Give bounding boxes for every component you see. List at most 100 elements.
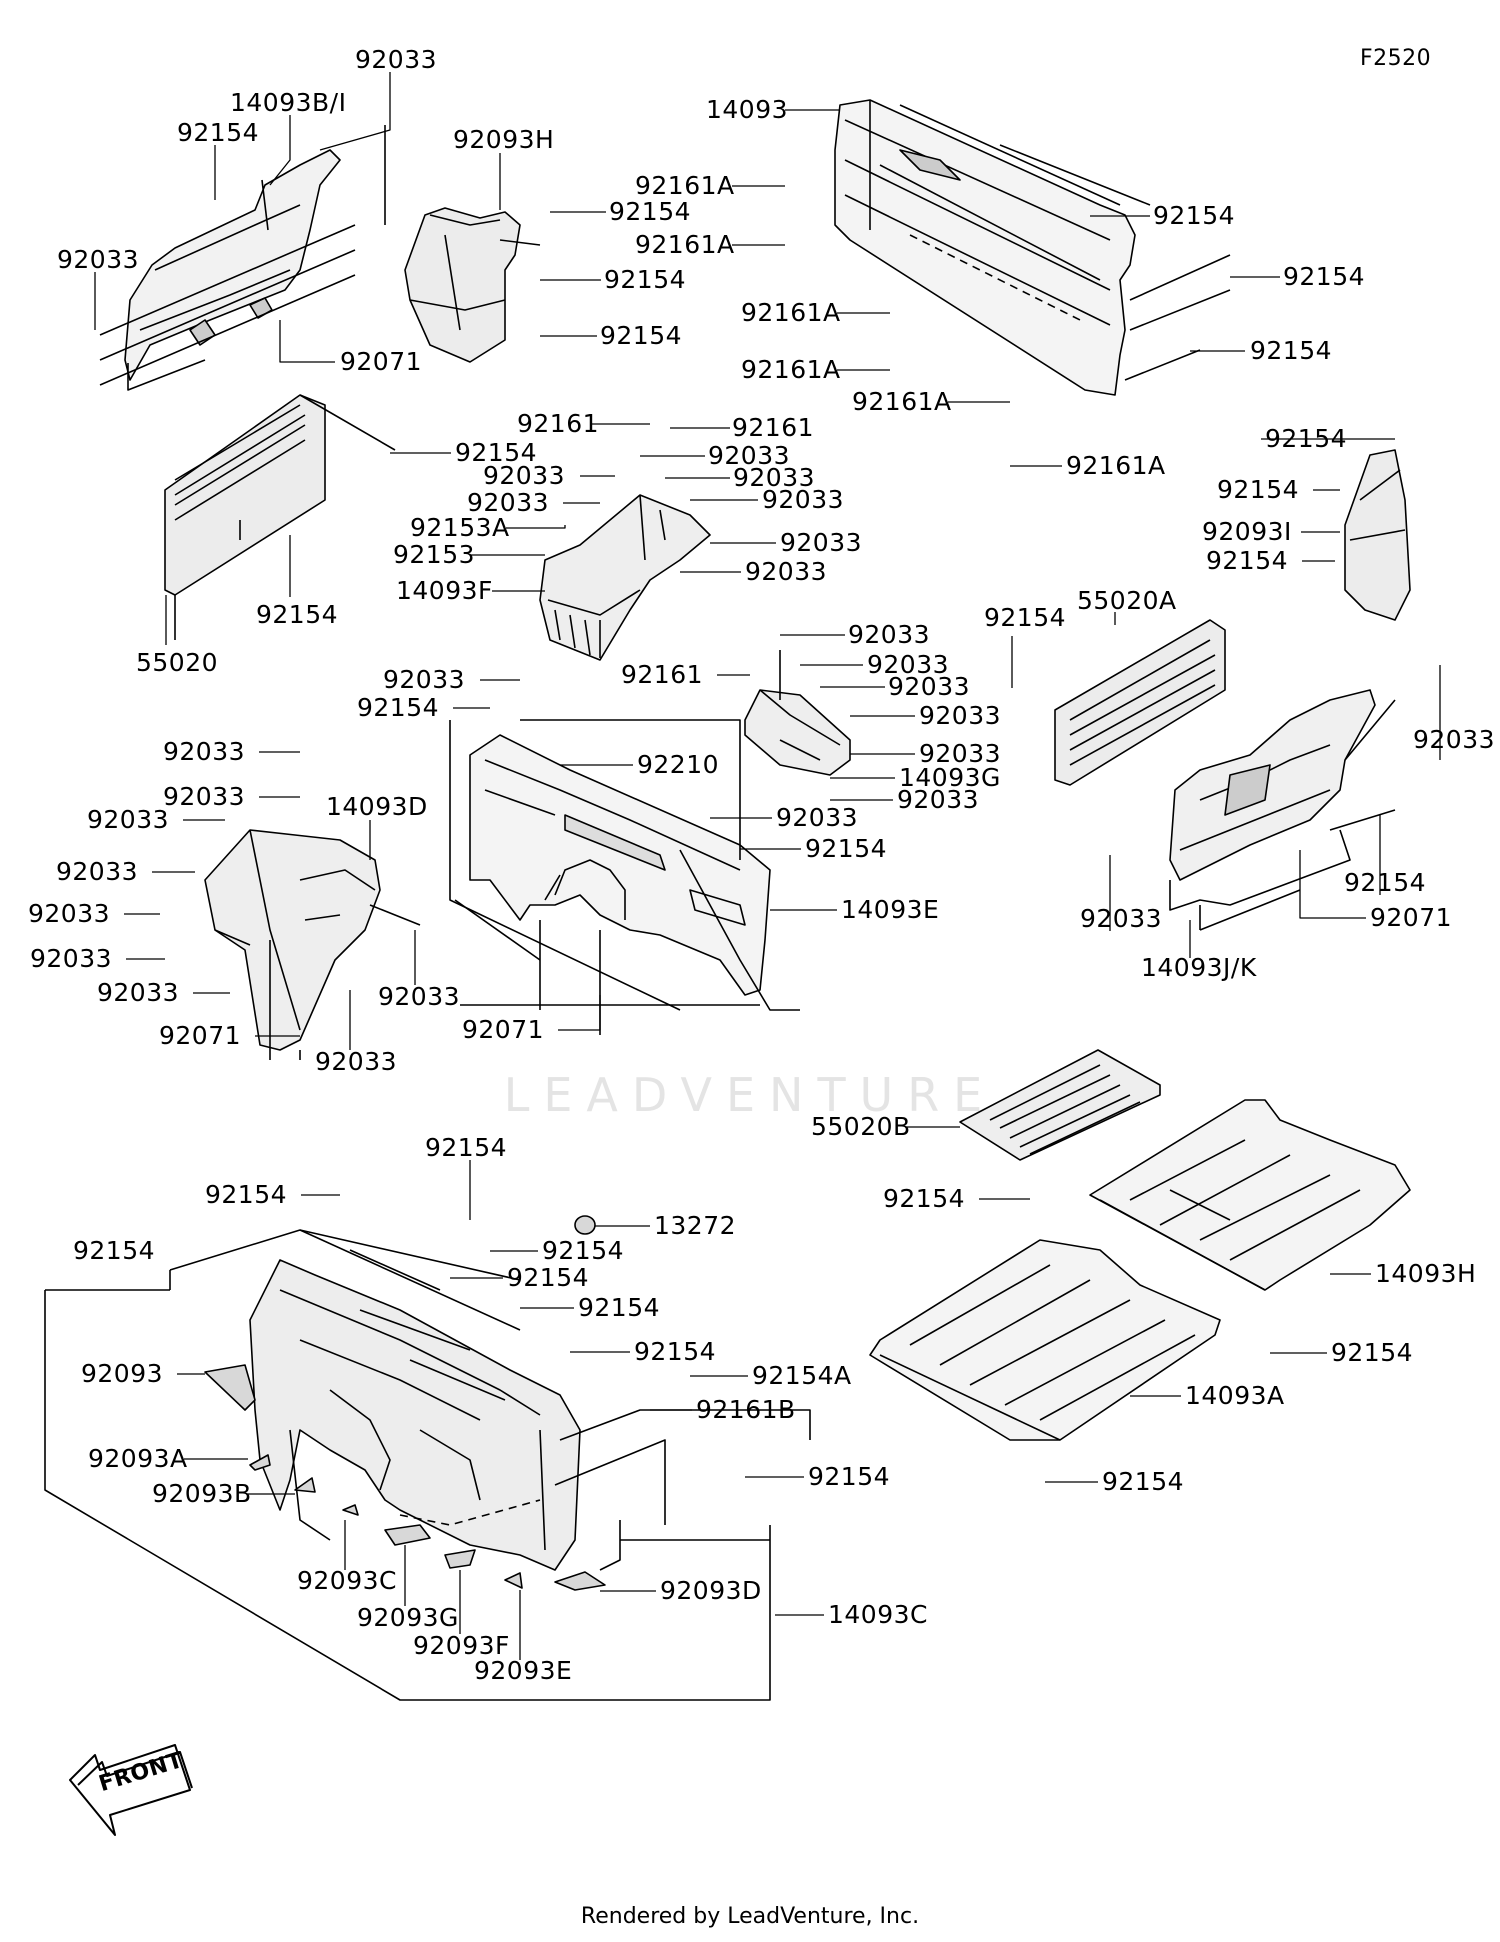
part-55020b-floor-mat xyxy=(959,1049,1161,1161)
callout-label: 92033 xyxy=(776,803,859,832)
callout-label: 92033 xyxy=(467,488,550,517)
callout-label: 92033 xyxy=(897,785,980,814)
part-14093h-floor xyxy=(1089,1099,1411,1291)
callout-label: 92154 xyxy=(578,1293,661,1322)
callout-label: 92154 xyxy=(1217,475,1300,504)
callout-label: 92161 xyxy=(517,409,600,438)
watermark: LEADVENTURE xyxy=(503,1068,997,1122)
callout-label: 92033 xyxy=(315,1047,398,1076)
callout-label: 92154 xyxy=(1102,1467,1185,1496)
callout-label: 92033 xyxy=(708,441,791,470)
callout-label: 92154 xyxy=(205,1180,288,1209)
callout-label: 92033 xyxy=(745,557,828,586)
callout-label: 14093 xyxy=(706,95,789,124)
callout-label: 92161 xyxy=(621,660,704,689)
callout-label: 14093G xyxy=(899,763,1001,792)
callout-label: 92033 xyxy=(30,944,113,973)
callout-label: 92033 xyxy=(762,485,845,514)
part-14093e-bulkhead xyxy=(449,719,800,1035)
part-14093d-duct xyxy=(204,829,421,1060)
callout-label: 14093E xyxy=(841,895,940,924)
callout-label: 92161A xyxy=(741,298,841,327)
callout-label: 92033 xyxy=(1080,904,1163,933)
part-14093jk-side-panel xyxy=(1169,689,1396,931)
callout-label: 92033 xyxy=(28,899,111,928)
callout-label: 92033 xyxy=(57,245,140,274)
callout-label: 14093B/I xyxy=(230,88,347,117)
part-92093c-pad xyxy=(342,1504,359,1516)
callout-label: 92033 xyxy=(848,620,931,649)
front-arrow-badge xyxy=(69,1744,193,1836)
callout-label: 92093F xyxy=(413,1631,510,1660)
callout-label: 92161A xyxy=(852,387,952,416)
callout-label: 92154 xyxy=(883,1184,966,1213)
callout-label: 92071 xyxy=(462,1015,545,1044)
callout-label: 92093D xyxy=(660,1576,762,1605)
callout-label: 92154 xyxy=(1331,1338,1414,1367)
callout-label: 92033 xyxy=(919,739,1002,768)
callout-label: 92210 xyxy=(637,750,720,779)
part-92093a-pad xyxy=(249,1454,271,1471)
callout-label: 92033 xyxy=(733,463,816,492)
callout-label: 92154 xyxy=(1265,424,1348,453)
callout-label: 92033 xyxy=(97,978,180,1007)
leader-lines xyxy=(94,72,1441,1660)
callout-label: 92161A xyxy=(741,355,841,384)
callout-label: 92154 xyxy=(357,693,440,722)
callout-label: 92154 xyxy=(177,118,260,147)
callout-label: 92033 xyxy=(378,982,461,1011)
callout-label: 92033 xyxy=(87,805,170,834)
callout-label: 92154 xyxy=(1153,201,1236,230)
callout-label: 13272 xyxy=(654,1211,737,1240)
callout-label: 92093G xyxy=(357,1603,459,1632)
callout-label: 92093C xyxy=(297,1566,397,1595)
callout-label: 92154 xyxy=(805,834,888,863)
callout-label: 92033 xyxy=(888,672,971,701)
callout-label: 92153A xyxy=(410,513,510,542)
callout-label: 92153 xyxy=(393,540,476,569)
callout-label: 92093I xyxy=(1202,517,1292,546)
callout-label: 92154 xyxy=(455,438,538,467)
part-14093b-panel xyxy=(99,125,386,391)
callout-label: 92161B xyxy=(696,1395,796,1424)
callout-label: 55020A xyxy=(1077,586,1177,615)
callout-label: 92154 xyxy=(604,265,687,294)
callout-label: 14093C xyxy=(828,1600,928,1629)
callout-label: 92154 xyxy=(1283,262,1366,291)
part-14093a-floor xyxy=(869,1239,1221,1441)
callout-label: 14093D xyxy=(326,792,428,821)
part-14093f-storage-box xyxy=(539,494,711,661)
callout-label: 92154 xyxy=(609,197,692,226)
callout-label: 92093A xyxy=(88,1444,188,1473)
callout-label: 92161A xyxy=(635,230,735,259)
callout-label: 14093F xyxy=(396,576,493,605)
callout-label: 92033 xyxy=(163,782,246,811)
part-14093g-bracket xyxy=(744,650,851,776)
callout-label: 92033 xyxy=(867,650,950,679)
callout-label: 92093E xyxy=(474,1656,573,1685)
callout-label: 92154 xyxy=(808,1462,891,1491)
part-92093b-pad xyxy=(294,1477,316,1493)
callout-label: 92154 xyxy=(507,1263,590,1292)
callout-label: 92161A xyxy=(1066,451,1166,480)
callout-label: 92093B xyxy=(152,1479,252,1508)
callout-label: 92154 xyxy=(425,1133,508,1162)
callout-label: 55020B xyxy=(811,1112,911,1141)
figure-id: F2520 xyxy=(1360,46,1432,71)
callout-label: 92154 xyxy=(1250,336,1333,365)
part-55020a-right-screen xyxy=(1054,619,1226,786)
callout-label: 92071 xyxy=(340,347,423,376)
callout-label: 92154 xyxy=(73,1236,156,1265)
callout-label: 92071 xyxy=(159,1021,242,1050)
part-92093f-pad xyxy=(444,1549,476,1569)
callout-label: 92093H xyxy=(453,125,555,154)
callout-label: 92033 xyxy=(780,528,863,557)
callout-label: 92154 xyxy=(1206,546,1289,575)
callout-label: 92033 xyxy=(383,665,466,694)
callout-label: 92154A xyxy=(752,1361,852,1390)
part-92093g-pad xyxy=(384,1524,431,1546)
part-14093c-bulkhead xyxy=(44,1229,811,1701)
callout-label: 92071 xyxy=(1370,903,1453,932)
callout-label: 14093A xyxy=(1185,1381,1285,1410)
callout-label: 92161A xyxy=(635,171,735,200)
